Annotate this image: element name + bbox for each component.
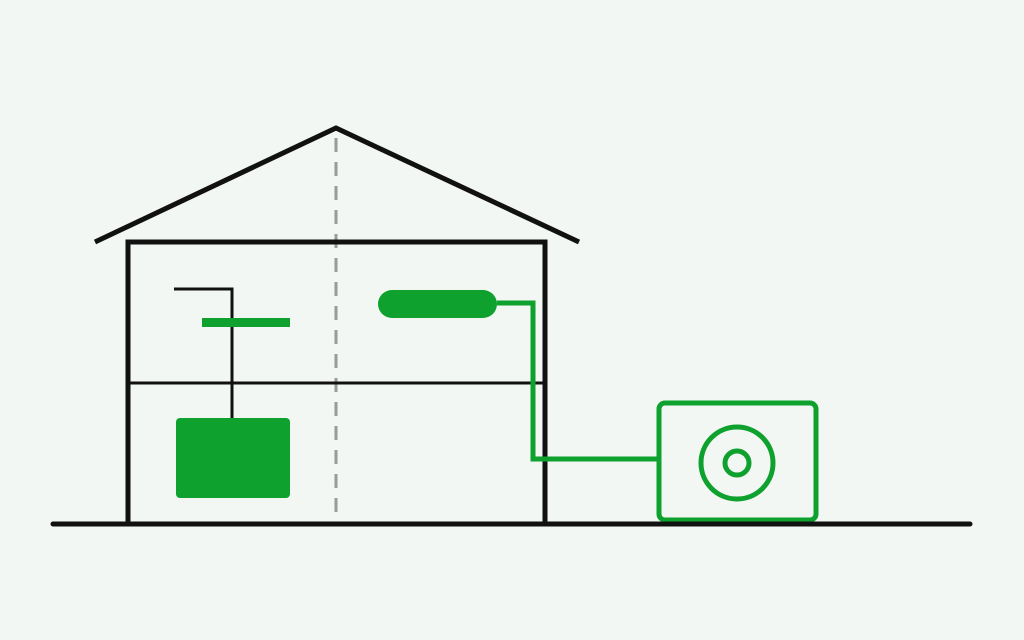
- fan-hub: [722, 448, 752, 478]
- indoor-tank: [176, 418, 290, 498]
- fan-outer-ring: [698, 424, 776, 502]
- outdoor-heat-pump-unit: [656, 400, 819, 523]
- indoor-wall-unit: [378, 290, 497, 318]
- indoor-radiator: [202, 318, 290, 327]
- roof: [93, 125, 581, 245]
- indoor-pipe: [174, 287, 234, 418]
- refrigerant-pipe: [497, 300, 658, 462]
